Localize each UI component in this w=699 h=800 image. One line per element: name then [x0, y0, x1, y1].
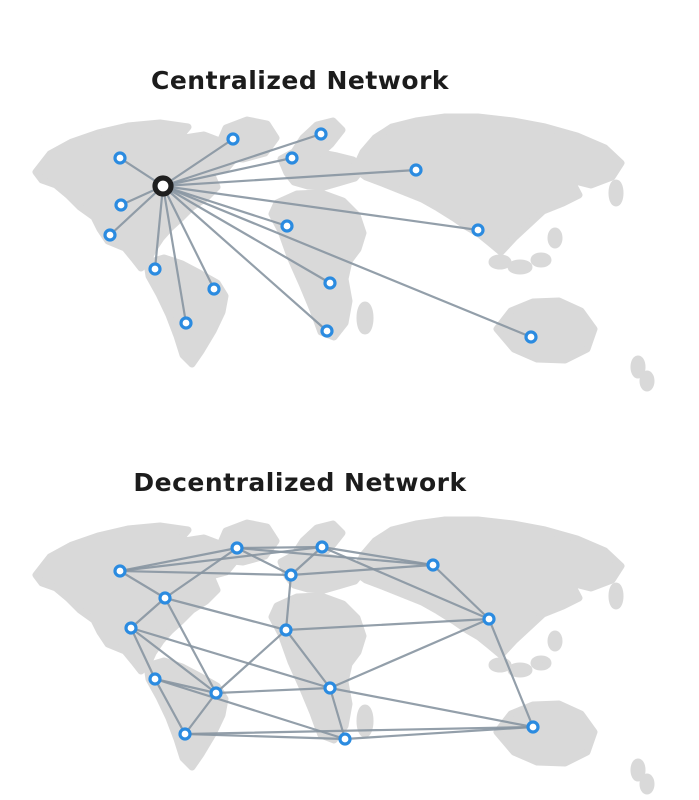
network-edge [161, 168, 418, 188]
network-edge [161, 132, 323, 188]
network-edge [161, 184, 329, 333]
centralized-nodes [103, 127, 538, 344]
network-node [226, 132, 240, 146]
decentralized-network-map [20, 513, 680, 800]
network-edge [235, 546, 435, 567]
network-edge [129, 626, 332, 690]
network-node [179, 316, 193, 330]
network-edge [161, 184, 332, 285]
network-node [113, 564, 127, 578]
network-edge [343, 725, 535, 741]
network-node [338, 732, 352, 746]
network-edge [161, 184, 533, 339]
network-edge [487, 617, 535, 729]
network-edge [284, 617, 491, 632]
network-edge [153, 677, 347, 741]
network-node [148, 672, 162, 686]
network-node [158, 591, 172, 605]
centralized-edges [108, 132, 533, 339]
network-edge [183, 725, 535, 736]
network-edge [161, 156, 294, 188]
network-node [526, 720, 540, 734]
network-edge [235, 545, 324, 550]
network-node [280, 219, 294, 233]
network-edge [163, 596, 288, 632]
network-edge [328, 686, 347, 741]
network-node [284, 568, 298, 582]
network-edge [153, 184, 165, 271]
network-node [207, 282, 221, 296]
network-node [320, 324, 334, 338]
network-edge [289, 545, 324, 577]
decentralized-network-title: Decentralized Network [133, 468, 467, 497]
network-node [314, 127, 328, 141]
centralized-network-map [20, 110, 680, 410]
network-edge [153, 677, 187, 736]
network-node [209, 686, 223, 700]
network-edge [118, 546, 239, 573]
network-edge [129, 626, 157, 681]
network-node [471, 223, 485, 237]
decentralized-nodes [113, 540, 540, 746]
network-node [113, 151, 127, 165]
network-edge [235, 546, 293, 577]
network-edge [161, 184, 289, 228]
network-node [114, 198, 128, 212]
network-edge [431, 563, 491, 621]
centralized-network-title: Centralized Network [150, 66, 450, 95]
network-node [148, 262, 162, 276]
network-node [103, 228, 117, 242]
network-edge [129, 626, 218, 695]
network-edge [214, 686, 332, 695]
network-edge [118, 569, 167, 600]
network-node [482, 612, 496, 626]
network-edge [163, 546, 239, 600]
network-node [426, 558, 440, 572]
network-node [524, 330, 538, 344]
network-edge [161, 184, 216, 291]
network-node [230, 541, 244, 555]
network-edge [320, 545, 491, 621]
network-edge [129, 596, 167, 630]
network-edge [108, 184, 165, 237]
network-edge [161, 184, 480, 232]
network-node [315, 540, 329, 554]
network-edge [118, 569, 293, 577]
network-node [409, 163, 423, 177]
network-edge [320, 545, 435, 567]
network-edge [214, 628, 288, 695]
network-edge [161, 184, 188, 325]
network-node [285, 151, 299, 165]
network-edge [161, 137, 235, 188]
network-edge [284, 573, 293, 632]
network-node [124, 621, 138, 635]
hub-node [152, 175, 174, 197]
network-edge [289, 563, 435, 577]
network-node [279, 623, 293, 637]
decentralized-edges [118, 545, 535, 741]
network-edge [328, 617, 491, 690]
network-node [178, 727, 192, 741]
network-edge [328, 686, 535, 729]
network-edge [284, 628, 332, 690]
network-node [323, 276, 337, 290]
network-node [323, 681, 337, 695]
network-edge [183, 691, 218, 736]
network-edge [183, 732, 347, 741]
